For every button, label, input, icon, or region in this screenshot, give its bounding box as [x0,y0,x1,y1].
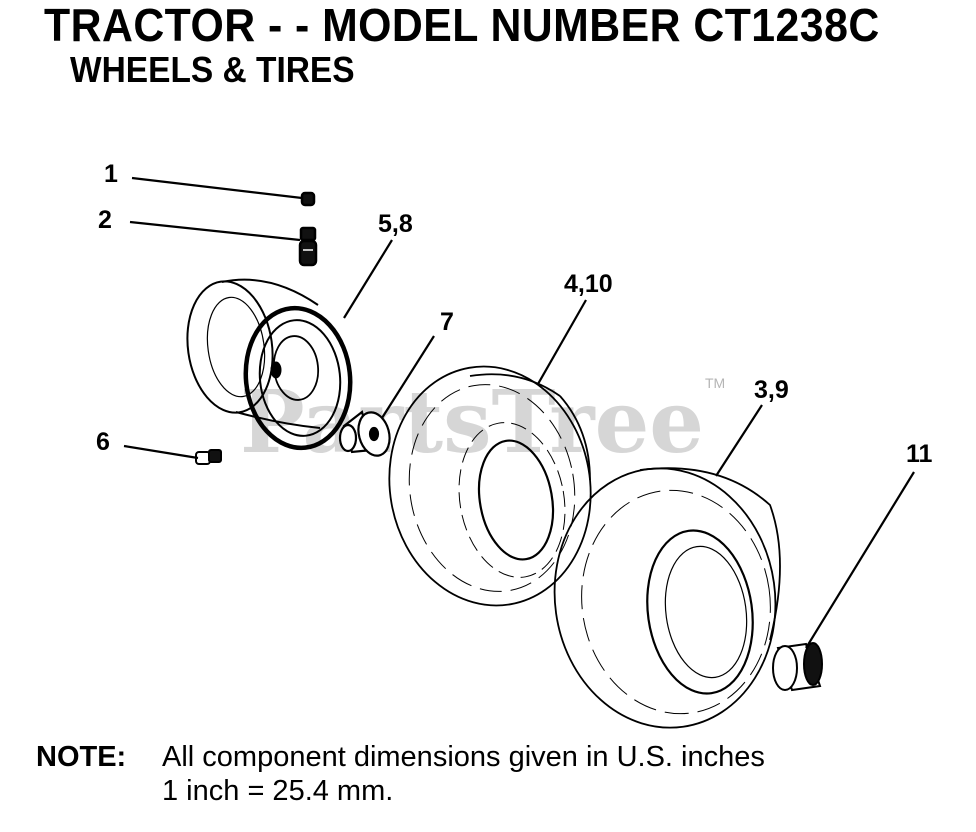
leader-line-58 [343,239,393,319]
leader-lines [123,176,915,649]
watermark-text: PartsTree [240,372,704,473]
page-title: TRACTOR - - MODEL NUMBER CT1238C [44,0,880,51]
leader-line-6 [123,444,199,460]
callout-6: 6 [96,428,110,456]
note-label: NOTE: [36,741,127,773]
note-line-2: 1 inch = 25.4 mm. [162,775,394,807]
leader-line-1 [131,176,303,200]
callout-7: 7 [440,308,454,336]
leader-line-11 [805,471,915,649]
leader-line-410 [537,299,587,385]
callout-3-9: 3,9 [754,376,789,404]
part-rim[interactable] [179,276,357,453]
part-valve-stem[interactable] [298,226,318,267]
note-block: NOTE: All component dimensions given in U… [36,740,765,808]
callout-11: 11 [906,440,933,468]
callout-4-10: 4,10 [564,270,613,298]
callout-5-8: 5,8 [378,210,413,238]
part-tire-inner[interactable] [371,350,610,621]
part-tire-outer[interactable] [538,454,792,742]
watermark-tm: TM [705,375,725,391]
callout-1: 1 [104,160,118,188]
callout-2: 2 [98,206,112,234]
part-bushing[interactable] [338,409,394,459]
page-subtitle: WHEELS & TIRES [70,49,355,90]
part-hub-cap[interactable] [772,642,823,692]
leader-line-2 [129,220,301,242]
note-text: All component dimensions given in U.S. i… [162,740,765,808]
leader-line-7 [381,335,435,419]
part-valve-cap[interactable] [300,191,316,207]
part-grease-fitting[interactable] [195,449,222,465]
note-line-1: All component dimensions given in U.S. i… [162,741,765,773]
leader-line-39 [715,404,763,477]
